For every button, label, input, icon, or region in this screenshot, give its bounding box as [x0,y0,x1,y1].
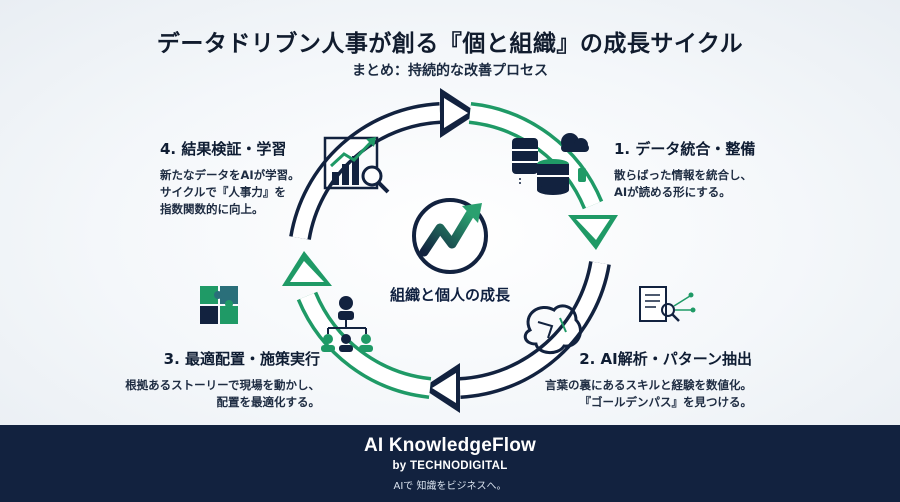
step-3-title: 3. 最適配置・施策実行 [163,350,320,368]
brand-name: AI KnowledgeFlow [363,435,537,456]
cycle-arrow-right [468,102,618,250]
step-1-desc-line-2: AIが読める形にする。 [614,185,731,199]
cycle-arrow-left [282,251,432,399]
page-title: データドリブン人事が創る『個と組織』の成長サイクル [156,31,744,57]
brand-tagline: AIで 知識をビジネスへ。 [393,481,507,492]
cycle-diagram [200,88,696,413]
step-4-desc-line-3: 指数関数的に向上。 [160,202,264,216]
footer-banner: AI KnowledgeFlow by TECHNODIGITAL AIで 知識… [0,425,900,502]
cycle-arrow-top [289,88,478,240]
page-subtitle: まとめ：持続的な改善プロセス [352,63,548,79]
brain-circuit-icon [523,286,696,354]
step-1: 1. データ統合・整備 散らばった情報を統合し、 AIが読める形にする。 [614,138,755,201]
cycle-arrow-bottom [422,261,611,413]
step-2-title: 2. AI解析・パターン抽出 [579,350,752,368]
step-4-title: 4. 結果検証・学習 [160,140,287,158]
step-1-desc-line-1: 散らばった情報を統合し、 [614,168,752,182]
center-label: 組織と個人の成長 [389,286,510,304]
step-2: 2. AI解析・パターン抽出 言葉の裏にあるスキルと経験を数値化。 『ゴールデン… [545,348,752,411]
puzzle-org-chart-icon [200,286,373,352]
step-4: 4. 結果検証・学習 新たなデータをAIが学習。 サイクルで『人事力』を 指数関… [160,138,300,218]
brand-byline: by TECHNODIGITAL [392,460,508,472]
step-4-desc-line-2: サイクルで『人事力』を [160,185,286,199]
step-2-desc-line-2: 『ゴールデンパス』を見つける。 [579,395,753,409]
chart-magnifier-icon [323,136,390,194]
step-1-title: 1. データ統合・整備 [614,140,756,158]
step-3: 3. 最適配置・施策実行 根拠あるストーリーで現場を動かし、 配置を最適化する。 [125,348,320,411]
step-4-desc-line-1: 新たなデータをAIが学習。 [160,168,300,182]
step-3-desc-line-2: 配置を最適化する。 [216,395,321,409]
growth-logo-icon [412,198,488,274]
step-2-desc-line-1: 言葉の裏にあるスキルと経験を数値化。 [545,378,752,392]
step-3-desc-line-1: 根拠あるストーリーで現場を動かし、 [125,378,320,392]
database-cloud-icon [512,133,589,195]
